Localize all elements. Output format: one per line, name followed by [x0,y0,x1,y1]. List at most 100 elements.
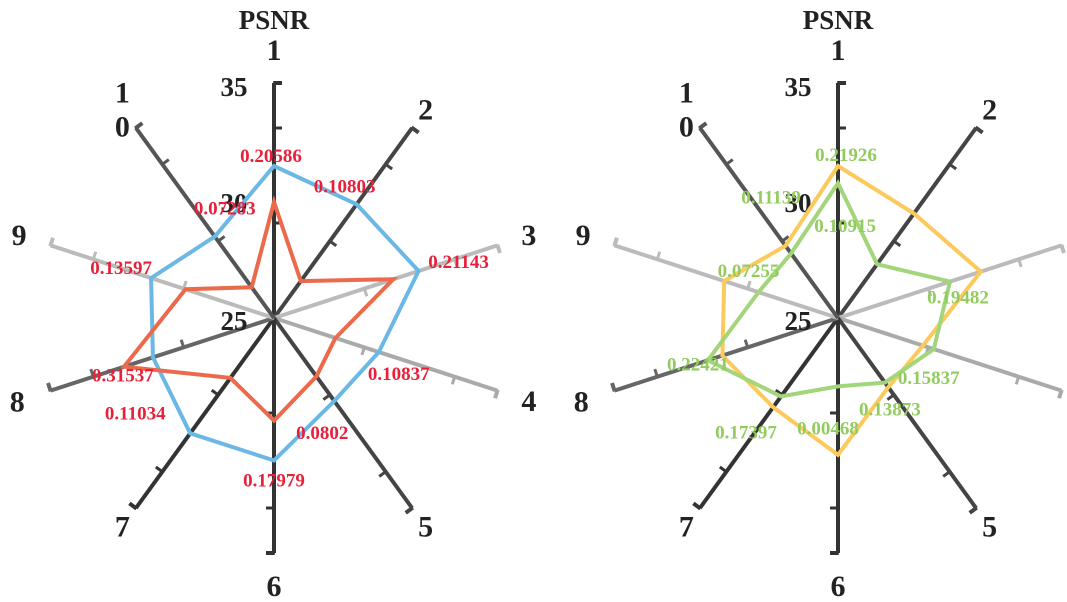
data-label-8: 0.22421 [667,354,729,375]
axis-label-5: 5 [418,511,433,544]
axis-cap-10 [134,121,144,130]
data-label-9: 0.07255 [718,261,780,282]
axis-spoke-10 [698,126,840,320]
axis-tick [450,376,457,385]
axis-tick [217,235,226,243]
axis-cap-10 [698,121,708,130]
axis-tick [1017,258,1023,268]
axis-label-7: 7 [679,511,694,544]
data-label-3: 0.21143 [428,252,489,273]
chart-title: PSNR [239,5,310,35]
axis-cap-7 [128,501,138,511]
axis-label-6: 6 [831,570,846,602]
data-label-10: 0.11139 [741,187,801,208]
axis-tick [362,288,369,297]
axis-cap-5 [968,506,978,515]
axis-tick [210,388,220,397]
axis-spoke-4 [837,316,1063,393]
axis-tick [154,465,164,473]
axis-label-2: 2 [982,93,997,126]
axis-label-8: 8 [10,385,25,418]
axis-cap-2 [974,125,984,135]
data-label-7: 0.11034 [105,403,166,424]
data-label-9: 0.13597 [90,258,152,279]
axis-tick [384,163,394,171]
axis-label-4: 4 [521,385,536,418]
axis-tick [91,251,98,260]
data-label-4: 0.15837 [898,368,960,389]
axis-tick [655,251,662,260]
axis-tick [453,258,459,268]
axis-tick [322,393,331,401]
series-line-1 [720,163,984,458]
data-label-10: 0.07283 [194,199,256,220]
axis-label-2: 2 [418,93,433,126]
axis-tick [774,388,784,397]
series-line-2 [704,179,953,399]
axis-cap-7 [692,501,702,511]
axis-label-7: 7 [115,511,130,544]
axis-label-5: 5 [982,511,997,544]
data-label-5: 0.0802 [296,423,348,444]
axis-spoke-3 [273,243,499,320]
axis-label-9: 9 [12,219,27,252]
axis-cap-3 [495,244,502,254]
axis-tick [886,393,895,401]
series-line-2 [120,195,399,424]
axis-tick [926,288,933,297]
series-line-1 [149,163,422,463]
axis-tick [892,239,902,248]
axis-tick [718,465,728,473]
axis-tick [746,280,752,290]
axis-spoke-2 [272,126,414,320]
axis-spoke-8 [613,316,839,393]
axis-tick [725,158,734,166]
axis-spoke-8 [49,316,275,393]
data-label-3: 0.19482 [927,288,989,309]
axis-tick [360,346,366,356]
axis-tick [781,235,790,243]
axis-cap-4 [1057,389,1064,399]
axis-tick [948,163,958,171]
axis-spoke-7 [698,316,840,510]
axis-tick [89,368,95,378]
radial-tick-label: 35 [785,72,812,102]
axis-tick [653,368,659,378]
axis-tick [942,470,951,478]
axis-label-3: 3 [521,219,536,252]
axis-label-8: 8 [574,385,589,418]
data-label-6: 0.17979 [243,471,305,492]
axis-cap-9 [612,237,619,247]
axis-cap-4 [493,389,500,399]
axis-tick [161,158,170,166]
axis-spoke-2 [836,126,978,320]
axis-tick [378,470,387,478]
axis-tick [328,239,338,248]
axis-cap-2 [410,125,420,135]
axis-cap-9 [48,237,55,247]
radar-chart-2: PSNR123456789102530350.219260.109150.194… [574,5,1066,602]
radial-tick-label: 25 [221,306,248,336]
axis-label-6: 6 [267,570,282,602]
axis-spoke-5 [272,316,414,510]
axis-spoke-5 [836,316,978,510]
data-label-2: 0.10915 [814,216,876,237]
data-label-7: 0.17397 [715,422,777,443]
axis-tick [182,280,188,290]
axis-spoke-4 [273,316,499,393]
axis-cap-8 [610,382,617,392]
data-label-5: 0.13873 [859,400,921,421]
data-label-6: 0.00468 [797,418,859,439]
radial-tick-label: 35 [221,72,248,102]
data-label-1: 0.20586 [240,146,302,167]
axis-cap-3 [1059,244,1066,254]
axis-tick [179,339,186,348]
axis-cap-5 [404,506,414,515]
axis-tick [743,339,750,348]
axis-cap-8 [46,382,53,392]
data-label-4: 0.10837 [368,364,430,385]
